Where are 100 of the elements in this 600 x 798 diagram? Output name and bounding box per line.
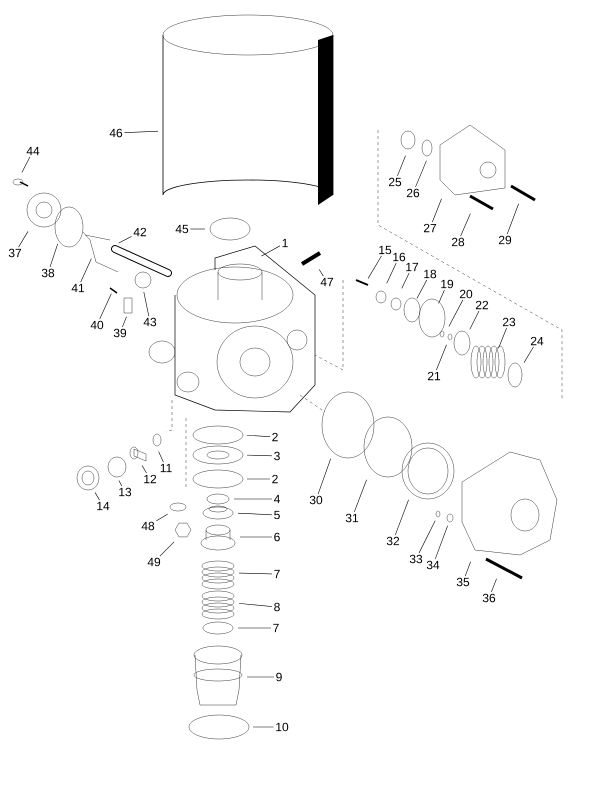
leader-line xyxy=(234,498,272,500)
callout-number: 22 xyxy=(476,300,488,310)
leader-line xyxy=(397,155,406,176)
callout-number: 2 xyxy=(272,432,278,442)
leader-line xyxy=(416,280,428,299)
leader-line xyxy=(470,310,480,330)
callout-number: 12 xyxy=(144,474,156,484)
callout-number: 16 xyxy=(393,252,406,262)
leader-line xyxy=(190,228,206,230)
leader-line xyxy=(386,262,397,284)
callout-number: 49 xyxy=(148,558,160,566)
leader-line xyxy=(401,272,410,289)
leader-line xyxy=(415,160,427,188)
leader-line xyxy=(246,676,274,678)
callout-number: 29 xyxy=(498,236,512,244)
callout-number: 18 xyxy=(424,270,436,278)
callout-number: 6 xyxy=(274,532,280,542)
callout-number: 13 xyxy=(119,488,132,496)
leader-line xyxy=(318,458,331,494)
leader-line xyxy=(354,479,367,512)
leader-line xyxy=(142,465,147,474)
callout-number: 2 xyxy=(272,474,278,484)
leader-line xyxy=(18,231,28,248)
callout-number: 24 xyxy=(530,336,544,346)
leader-line xyxy=(448,300,464,327)
callout-number: 35 xyxy=(456,578,470,586)
callout-number: 20 xyxy=(460,290,472,298)
callout-number: 40 xyxy=(90,320,104,330)
callout-number: 4 xyxy=(274,494,280,504)
leader-line xyxy=(464,561,471,576)
leader-line xyxy=(460,213,471,236)
leader-line xyxy=(498,328,507,349)
callout-number: 25 xyxy=(388,178,402,186)
callout-number: 3 xyxy=(274,452,280,460)
callout-number: 48 xyxy=(142,522,154,530)
leader-line xyxy=(80,258,92,282)
callout-number: 8 xyxy=(274,602,280,612)
callout-number: 27 xyxy=(424,224,436,232)
leader-line xyxy=(118,480,122,486)
leader-line xyxy=(491,578,497,592)
callout-number: 7 xyxy=(273,624,279,632)
callout-number: 36 xyxy=(482,594,496,602)
callout-number: 26 xyxy=(406,188,420,198)
leader-line xyxy=(261,246,280,256)
leader-line xyxy=(418,520,436,554)
callout-number: 33 xyxy=(410,554,422,564)
leader-line xyxy=(156,514,168,522)
leader-line xyxy=(246,454,272,456)
leader-line xyxy=(238,572,272,574)
callout-number: 43 xyxy=(144,318,156,326)
callout-number: 7 xyxy=(274,570,280,578)
leader-line xyxy=(524,346,534,363)
leader-line xyxy=(238,512,272,516)
callout-number: 17 xyxy=(406,262,418,272)
leader-line xyxy=(240,536,272,538)
leader-line xyxy=(246,434,270,437)
callout-number: 1 xyxy=(282,238,288,248)
callout-number: 32 xyxy=(386,536,400,546)
leader-line xyxy=(160,542,174,556)
leader-line xyxy=(122,316,127,328)
leader-line xyxy=(318,269,324,276)
leader-line xyxy=(22,156,30,173)
callout-number: 9 xyxy=(276,672,282,682)
leader-line xyxy=(368,256,382,279)
leader-line xyxy=(252,726,274,728)
callout-number: 19 xyxy=(441,280,454,288)
callout-number: 39 xyxy=(114,328,126,338)
callout-number: 42 xyxy=(134,228,146,236)
leader-line xyxy=(238,603,272,607)
leader-line xyxy=(118,236,132,244)
leader-line xyxy=(434,525,448,560)
callout-number: 47 xyxy=(320,278,334,286)
leader-line xyxy=(432,198,442,222)
callout-number: 37 xyxy=(8,248,22,258)
callout-number: 15 xyxy=(379,246,392,254)
callout-number: 28 xyxy=(452,238,464,246)
callout-number: 23 xyxy=(502,318,516,326)
leader-line xyxy=(50,244,58,268)
leader-line xyxy=(394,499,409,536)
callout-number: 41 xyxy=(72,284,84,292)
callout-number: 34 xyxy=(426,560,440,570)
callout-number: 14 xyxy=(97,502,110,510)
callout-number: 31 xyxy=(346,514,358,522)
leader-line xyxy=(506,203,519,234)
callout-number: 46 xyxy=(110,128,122,138)
callout-number: 38 xyxy=(42,268,54,278)
callout-number: 21 xyxy=(428,372,440,380)
callout-number: 10 xyxy=(276,722,288,732)
leader-line xyxy=(246,478,270,480)
leader-line xyxy=(158,451,164,462)
leader-line xyxy=(436,344,447,370)
leader-line xyxy=(99,293,112,320)
leader-line xyxy=(94,492,100,500)
callout-number: 44 xyxy=(26,146,40,156)
callout-number: 30 xyxy=(310,496,322,504)
callout-number: 45 xyxy=(176,224,188,234)
leader-line xyxy=(438,290,445,304)
leader-line xyxy=(124,130,158,133)
leader-line xyxy=(144,292,150,316)
callout-number: 5 xyxy=(274,510,280,520)
